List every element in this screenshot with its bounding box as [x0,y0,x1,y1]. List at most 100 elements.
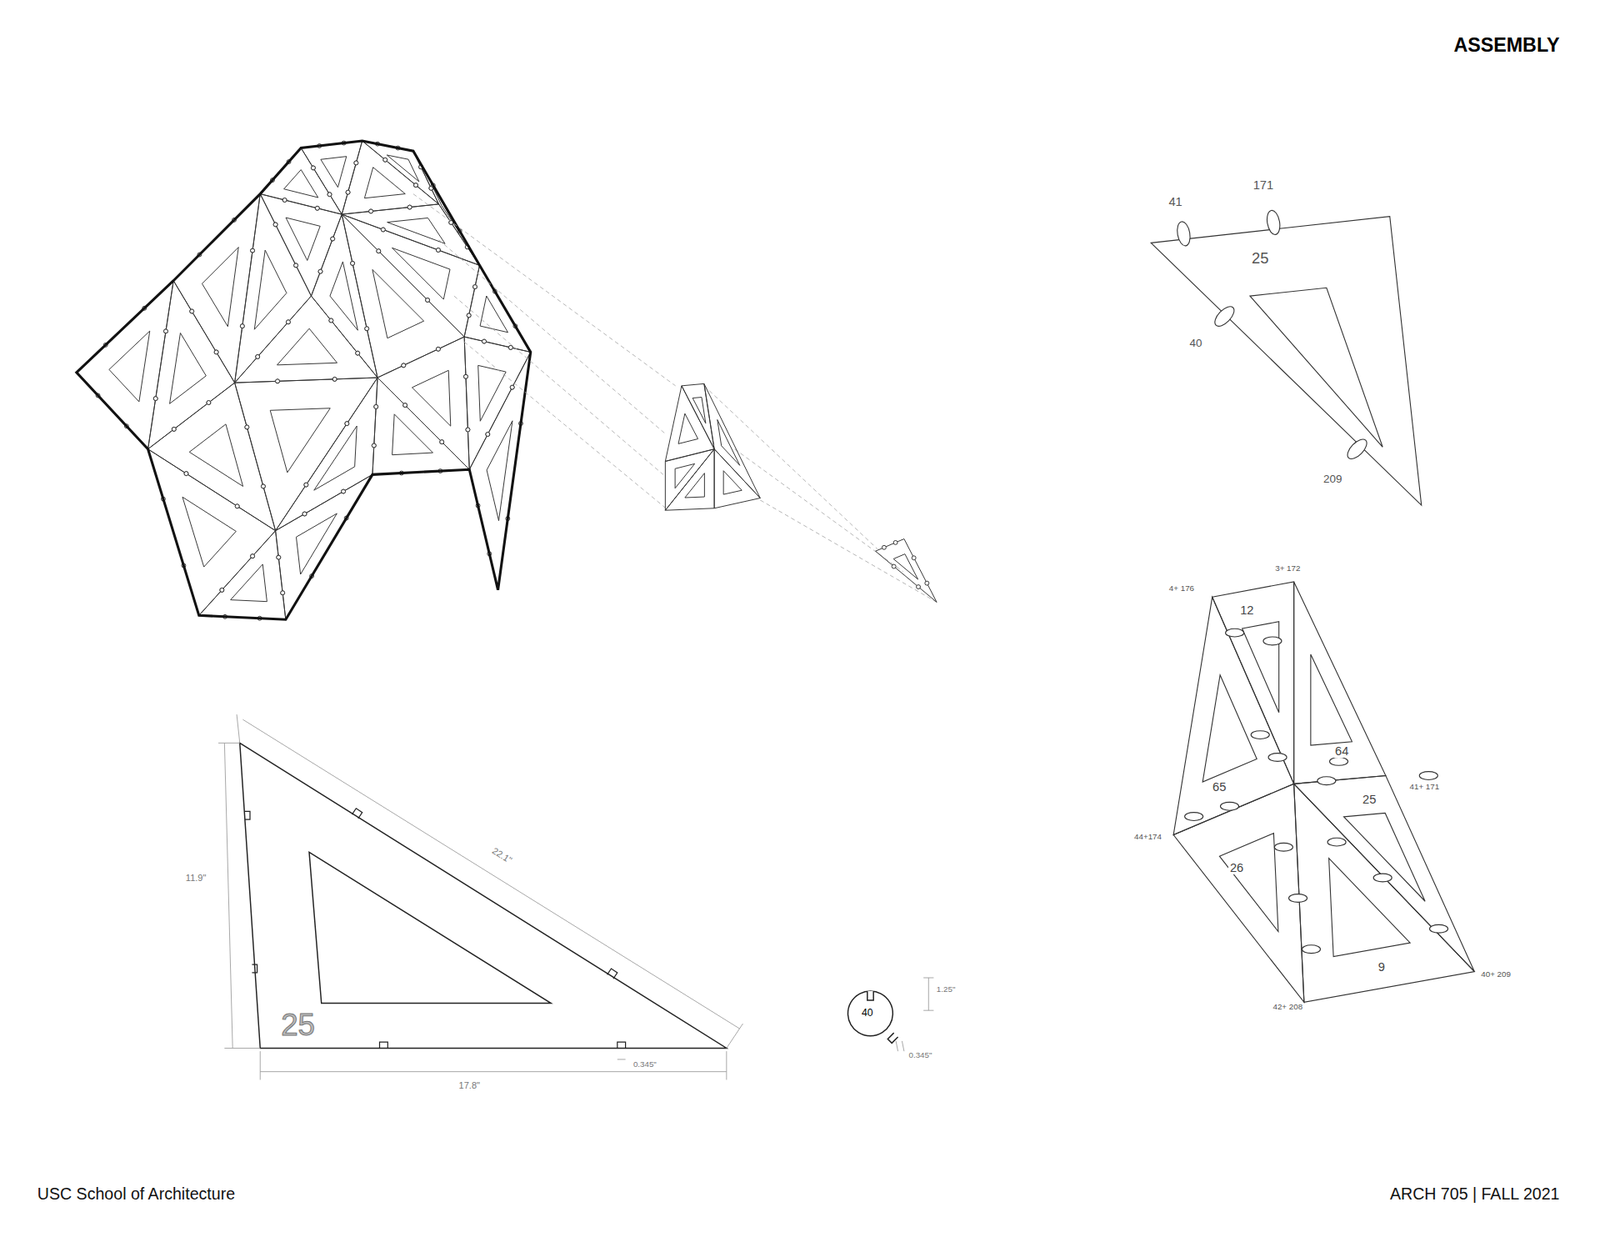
connector-disc [1225,628,1245,637]
panel [275,474,373,620]
panel [148,449,276,616]
panel-cutout [170,332,207,404]
connector-dot [310,165,315,170]
panel-cutout [254,250,287,330]
connector-dot [190,309,195,314]
connector-disc [1344,435,1370,462]
connector-dot [171,426,176,431]
connector-dot [260,484,265,489]
part-number: 40 [1188,337,1205,350]
connector-dot [345,190,350,195]
footer-text: ARCH 705 | FALL 2021 [1388,1185,1562,1204]
panel-cutout [109,330,150,402]
connector-dot [425,298,430,303]
connector-dot [330,236,335,241]
connector-dot [280,590,285,595]
connector-dot [414,183,419,188]
part-number: 41+ 171 [1408,782,1442,792]
connector-dot [250,554,255,559]
panel [1212,581,1295,784]
panel-cutout [330,261,358,330]
connector-dot [184,471,189,476]
connector-dot [245,425,250,430]
panel-cutout [386,155,420,182]
connector-disc [1268,753,1287,762]
connector-dot [235,504,240,509]
panel-cutout [285,217,320,260]
connector-dot [280,590,285,595]
connector-disc [1263,636,1282,645]
connector-dot [485,432,490,437]
part-number: 209 [1321,473,1344,486]
panel-cutout [320,156,347,188]
connector-dot [240,324,245,329]
connector-dot [510,385,515,390]
connector-dot [464,374,469,379]
panel [310,214,378,378]
connector-dot [440,440,445,445]
connector-dot [473,285,478,290]
connector-dot [171,426,176,431]
panel-detail [1150,209,1421,505]
connector-dot [318,269,323,274]
panel [377,336,470,470]
panel-cutout [230,564,268,602]
connector-dot [184,471,189,476]
panel-cutout [1310,654,1353,745]
connector-dot [510,385,515,390]
connector-dot [276,555,281,560]
connector-dot [365,326,370,331]
part-number: 40+ 209 [1479,970,1513,980]
panel-cutout [182,496,236,567]
panel-cutout [392,414,434,455]
panel-cutout [675,463,695,488]
connector-dot [250,554,255,559]
connector-dot [374,404,379,409]
connector-dot [350,260,355,265]
panel [704,383,760,498]
panel-cutout [1329,858,1411,957]
connector-dot [304,482,309,487]
connector-dot [435,346,440,351]
panel [1294,775,1475,972]
connector-dot [332,376,337,381]
connector-dot [190,309,195,314]
connector-disc [1265,209,1282,235]
connector-dot [294,263,299,268]
connector-dot [508,345,513,350]
connector-dot [893,540,898,545]
connector-disc [1419,771,1438,780]
connector-disc [1250,730,1270,740]
dimension-label: 17.8" [457,1080,482,1090]
connector-dot [220,587,225,592]
part-number: 42+ 208 [1270,1002,1305,1012]
panel [260,194,342,296]
connector-dot [466,313,471,318]
part-number: 41 [1166,195,1184,209]
panel-cutout [1219,833,1279,932]
connector-disc [1317,776,1336,785]
panel-cutout [678,413,699,444]
connector-dot [403,403,408,408]
dimension-label: 22.1" [489,844,515,866]
connector-dot [255,354,260,359]
connector-dot [255,354,260,359]
connector-dot [345,421,350,426]
connector-dot [275,379,280,384]
connector-dot [383,157,388,162]
connector-dot [916,585,921,590]
panel [362,140,440,205]
panel-cutout [387,217,445,244]
connector-dot [341,489,346,494]
connector-dot [350,260,355,265]
connector-dot [304,482,309,487]
connector-dot [329,318,334,323]
panel [199,530,286,620]
part-number: 25 [1250,250,1270,267]
panel-cutout [1344,812,1426,901]
connector-dot [315,205,320,210]
panel-cutout [189,424,243,487]
panel [665,449,715,510]
connector-dot [276,555,281,560]
connector-dot [164,329,169,334]
